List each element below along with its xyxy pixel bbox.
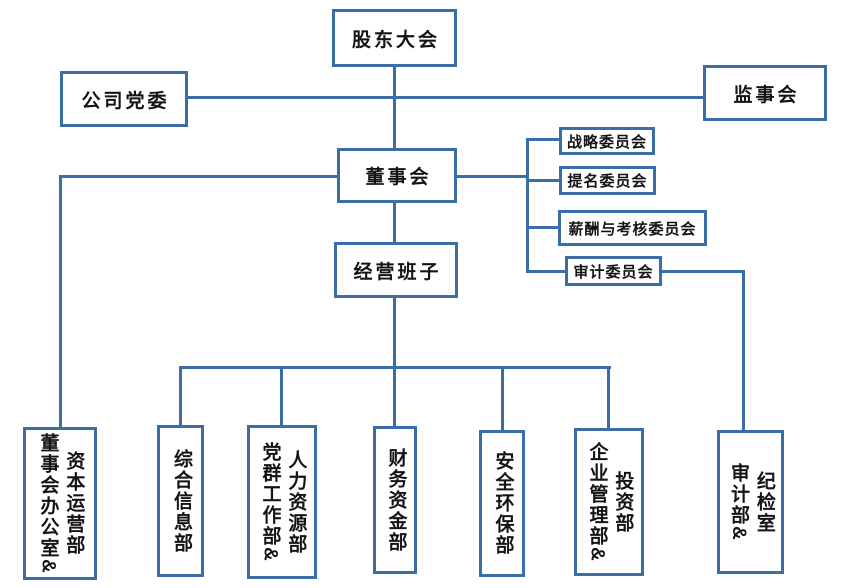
- connector-stub-general-info: [179, 366, 182, 427]
- node-label-column: 审计部&: [728, 462, 749, 542]
- node-enterprise-management-investment-dept: 企业管理部& 投资部: [574, 428, 644, 576]
- connector-departments-bus: [179, 366, 611, 369]
- node-audit-committee: 审计委员会: [565, 256, 662, 286]
- node-label-column: 纪检室: [753, 470, 775, 534]
- connector-stub-nomination: [526, 179, 561, 182]
- node-label: 审计委员会: [573, 263, 654, 281]
- node-label-column: 资本运营部: [63, 451, 85, 556]
- node-strategy-committee: 战略委员会: [559, 127, 655, 155]
- connector-stub-compensation: [526, 226, 560, 229]
- node-label: 提名委员会: [567, 173, 648, 190]
- connector-audit-right: [660, 270, 745, 273]
- connector-party-supervisory: [186, 96, 705, 99]
- node-safety-environment-dept: 安全环保部: [479, 430, 525, 577]
- node-supervisory-board: 监事会: [703, 65, 827, 121]
- connector-stub-safety: [501, 366, 504, 432]
- connector-committees-spine: [526, 138, 529, 273]
- node-label: 战略委员会: [566, 133, 647, 151]
- connector-shareholders-board: [393, 66, 396, 149]
- node-label: 监事会: [733, 84, 800, 106]
- node-party-masses-hr-dept: 党群工作部& 人力资源部: [247, 425, 317, 579]
- node-label: 经营班子: [353, 261, 442, 283]
- connector-management-down: [393, 296, 396, 428]
- connector-right-down-audit-dept: [742, 270, 745, 432]
- node-label: 董事会: [365, 167, 432, 188]
- node-label: 股东大会: [351, 29, 440, 51]
- connector-stub-audit: [526, 270, 567, 273]
- node-label-column: 人力资源部: [285, 449, 307, 555]
- connector-left-down-board-office: [59, 175, 62, 430]
- node-label-column: 党群工作部&: [259, 441, 281, 563]
- connector-stub-enterprise: [607, 366, 610, 430]
- node-nomination-committee: 提名委员会: [559, 166, 656, 195]
- node-management-team: 经营班子: [334, 242, 458, 298]
- node-label-column: 综合信息部: [170, 448, 192, 554]
- connector-stub-strategy: [526, 138, 561, 141]
- node-compensation-assessment-committee: 薪酬与考核委员会: [558, 210, 707, 246]
- node-company-party-committee: 公司党委: [60, 71, 188, 127]
- node-general-information-dept: 综合信息部: [157, 425, 204, 577]
- node-board-office-capital-operations-dept: 董事会办公室& 资本运营部: [23, 427, 97, 580]
- node-audit-discipline-inspection-dept: 审计部& 纪检室: [717, 430, 784, 574]
- node-label: 薪酬与考核委员会: [568, 220, 697, 238]
- connector-board-committees: [455, 175, 529, 178]
- node-finance-treasury-dept: 财务资金部: [373, 426, 417, 574]
- connector-board-left: [59, 175, 339, 178]
- connector-board-management: [393, 200, 396, 244]
- connector-stub-party-hr: [280, 366, 283, 427]
- node-label-column: 企业管理部&: [586, 441, 608, 563]
- node-shareholders-meeting: 股东大会: [332, 9, 457, 67]
- node-label: 公司党委: [81, 90, 170, 112]
- node-label-column: 安全环保部: [492, 451, 514, 556]
- node-label-column: 董事会办公室&: [37, 432, 59, 575]
- node-board-of-directors: 董事会: [337, 148, 457, 203]
- node-label-column: 投资部: [612, 470, 634, 534]
- node-label-column: 财务资金部: [385, 447, 407, 553]
